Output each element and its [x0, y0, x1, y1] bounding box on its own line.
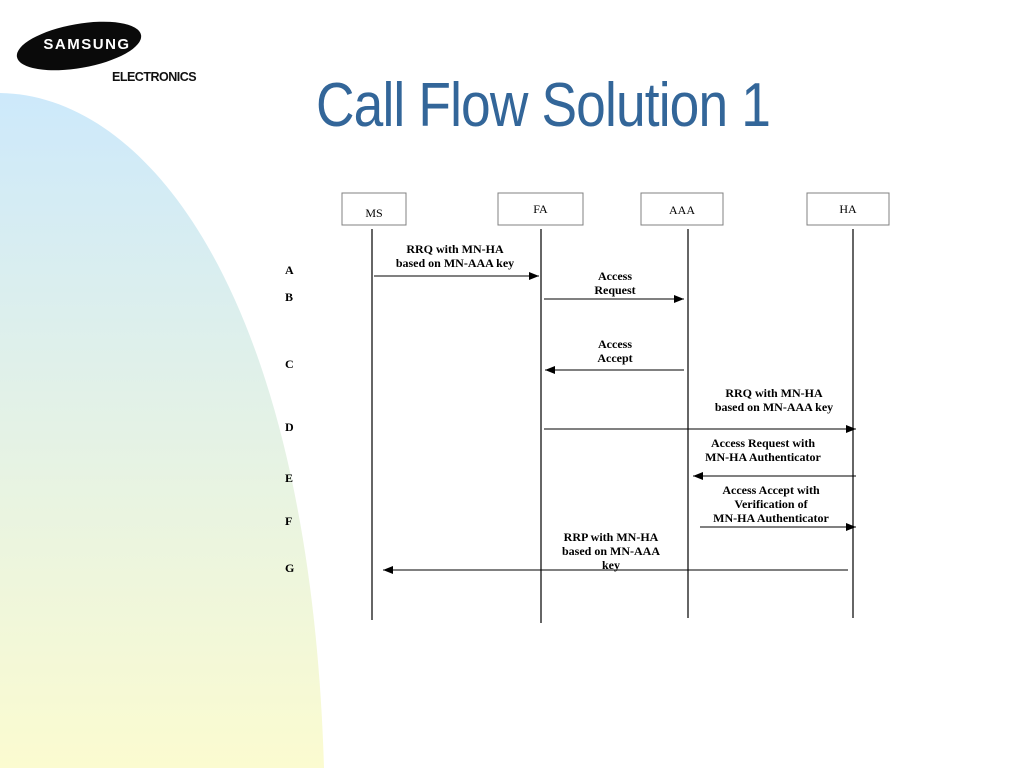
- message-label-d: RRQ with MN-HA: [725, 386, 823, 400]
- message-label-g: RRP with MN-HA: [564, 530, 659, 544]
- message-label-d: based on MN-AAA key: [715, 400, 833, 414]
- entity-box-ha: [806, 192, 890, 226]
- entity-box-aaa: [640, 192, 724, 226]
- message-label-g: based on MN-AAA: [562, 544, 660, 558]
- step-label-d: D: [285, 420, 294, 434]
- logo-brand-text: SAMSUNG: [43, 36, 131, 53]
- step-label-f: F: [285, 514, 292, 528]
- step-label-e: E: [285, 471, 293, 485]
- entity-label-aaa: AAA: [669, 203, 695, 217]
- message-label-c: Access: [598, 337, 632, 351]
- entity-label-fa: FA: [533, 202, 548, 216]
- message-label-a: RRQ with MN-HA: [406, 242, 504, 256]
- entity-label-ha: HA: [839, 202, 857, 216]
- step-label-b: B: [285, 290, 293, 304]
- message-label-b: Request: [594, 283, 635, 297]
- step-label-a: A: [285, 263, 294, 277]
- message-label-e: Access Request with: [711, 436, 815, 450]
- message-label-f: MN-HA Authenticator: [713, 511, 829, 525]
- logo-subtitle: ELECTRONICS: [112, 70, 197, 84]
- entity-box-ms: [341, 192, 407, 226]
- message-label-b: Access: [598, 269, 632, 283]
- step-label-c: C: [285, 357, 294, 371]
- message-label-f: Verification of: [734, 497, 808, 511]
- samsung-logo: SAMSUNG ELECTRONICS: [13, 13, 204, 92]
- message-label-g: key: [602, 558, 620, 572]
- message-label-e: MN-HA Authenticator: [705, 450, 821, 464]
- message-label-f: Access Accept with: [722, 483, 820, 497]
- message-label-c: Accept: [597, 351, 632, 365]
- entity-box-fa: [497, 192, 584, 226]
- message-label-a: based on MN-AAA key: [396, 256, 514, 270]
- step-label-g: G: [285, 561, 294, 575]
- entity-label-ms: MS: [365, 206, 382, 220]
- slide-title: Call Flow Solution 1: [316, 71, 771, 140]
